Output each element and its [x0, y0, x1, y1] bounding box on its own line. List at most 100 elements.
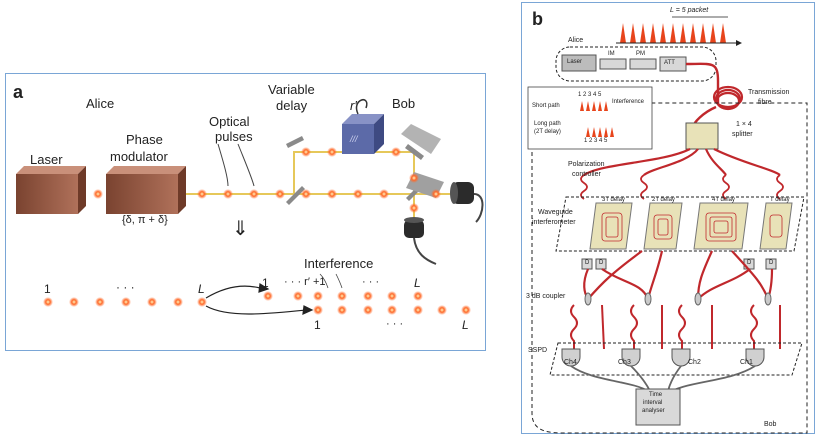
pulse-dot	[313, 291, 323, 301]
polarization-label: Polarization	[568, 161, 605, 168]
pulse-dot	[327, 189, 337, 199]
delay-t-label: T delay	[770, 197, 790, 203]
bob-label: Bob	[764, 421, 777, 428]
short-digits-label: 1 2 3 4 5	[578, 92, 602, 98]
modulator-label: modulator	[110, 149, 168, 164]
pulse-dot	[95, 297, 105, 307]
ch3-label: Ch3	[618, 359, 631, 366]
variable-label: Variable	[268, 82, 315, 97]
delay-3t-label: 3T delay	[602, 197, 625, 203]
detector-2	[404, 217, 437, 265]
pulse-dot	[147, 297, 157, 307]
optical-pulse-row	[93, 147, 441, 213]
interference-output	[263, 291, 471, 315]
bob-boundary	[531, 102, 808, 434]
interferometer-label: interferometer	[532, 219, 576, 226]
ch1-label: Ch1	[740, 359, 753, 366]
packet-label: L = 5 packet	[670, 7, 709, 14]
pulse-dot	[387, 291, 397, 301]
packet-arrowhead	[736, 40, 742, 46]
seq-L-label: L	[198, 282, 205, 296]
tia-label-2: interval	[643, 400, 663, 406]
sspd-frame	[549, 342, 803, 376]
d-label-2: D	[599, 260, 604, 266]
pulse-dot	[197, 189, 207, 199]
pulse-dot	[409, 173, 419, 183]
d-label-3: D	[747, 260, 752, 266]
att-label: ATT	[664, 60, 675, 66]
long-path-delay-label: (2T delay)	[534, 129, 561, 135]
detector-1	[450, 182, 484, 223]
alice-label: Alice	[86, 96, 115, 111]
interference-brackets	[319, 273, 343, 289]
pulse-dot	[69, 297, 79, 307]
pulse-dot	[263, 291, 273, 301]
tia-box	[635, 388, 681, 426]
pulse-dot	[437, 305, 447, 315]
laser-label: Laser	[567, 59, 583, 65]
pulse-dot	[249, 189, 259, 199]
waveguide-loops	[601, 212, 783, 242]
delay-label: delay	[276, 98, 308, 113]
pulse-dot	[223, 189, 233, 199]
pulse-dot	[431, 189, 441, 199]
pulse-dot	[301, 147, 311, 157]
split-fibers	[583, 148, 781, 176]
panel-b-drawing	[527, 16, 808, 434]
pulse-dot	[413, 291, 423, 301]
alice-label: Alice	[568, 37, 584, 44]
splitter-box	[685, 122, 719, 150]
pulse-dot	[363, 291, 373, 301]
alice-components	[561, 54, 687, 72]
pulse-dot	[327, 147, 337, 157]
laser-label: Laser	[30, 152, 63, 167]
out-1-bottom-label: 1	[314, 318, 321, 332]
out-1-top-label: 1	[262, 276, 269, 290]
splitter-label-2: splitter	[732, 131, 753, 138]
out-dots-bottom-label: · · ·	[386, 318, 404, 330]
pulse-dot	[387, 305, 397, 315]
pm-label: PM	[636, 51, 645, 57]
pulse-dot	[121, 297, 131, 307]
pulse-dot	[275, 189, 285, 199]
waveguide-label: Waveguide	[538, 209, 573, 216]
inset-box	[527, 86, 653, 150]
packet-pulses	[620, 23, 726, 43]
fiber-to-splitter	[692, 105, 717, 126]
d-label-4: D	[769, 260, 774, 266]
coupler-marks	[584, 292, 772, 306]
pulse-dot	[337, 291, 347, 301]
delay-4t-label: 4T delay	[712, 197, 735, 203]
short-path-label: Short path	[532, 103, 560, 109]
svg-text:///: ///	[349, 134, 359, 144]
pulse-dot	[313, 305, 323, 315]
panel-b: b L = 5 packet Alice Laser IM PM ATT Tra…	[521, 2, 815, 434]
inset-interference-label: Interference	[612, 99, 645, 105]
phase-label: Phase	[126, 132, 163, 147]
sspd-label: SSPD	[528, 347, 548, 354]
long-digits-label: 1 2 3 4 5	[584, 138, 608, 144]
pulse-dot	[353, 189, 363, 199]
waveguide-frame	[555, 196, 805, 252]
lower-coils	[570, 304, 781, 350]
inset-pulses	[580, 101, 614, 137]
splitter-label-1: 1 × 4	[736, 121, 752, 128]
pulse-dot	[93, 189, 103, 199]
pulse-dot	[301, 189, 311, 199]
phase-modulator-box	[106, 166, 186, 214]
pulse-dot	[413, 305, 423, 315]
d-boxes	[581, 258, 777, 270]
im-label: IM	[608, 51, 615, 57]
seq-1-label: 1	[44, 282, 51, 296]
sequence-arrows	[205, 282, 314, 315]
tia-label-3: analyser	[642, 408, 665, 414]
seq-dots-label: · · ·	[116, 280, 135, 294]
pulse-dot	[461, 305, 471, 315]
panel-a-drawing: ///	[16, 99, 484, 315]
interference-label: Interference	[304, 256, 374, 271]
phase-set-label: {δ, π + δ}	[122, 214, 168, 226]
sspd-detectors	[561, 348, 765, 367]
pulse-sequence-row	[43, 297, 207, 307]
pulse-dot	[409, 203, 419, 213]
pulse-dot	[391, 147, 401, 157]
